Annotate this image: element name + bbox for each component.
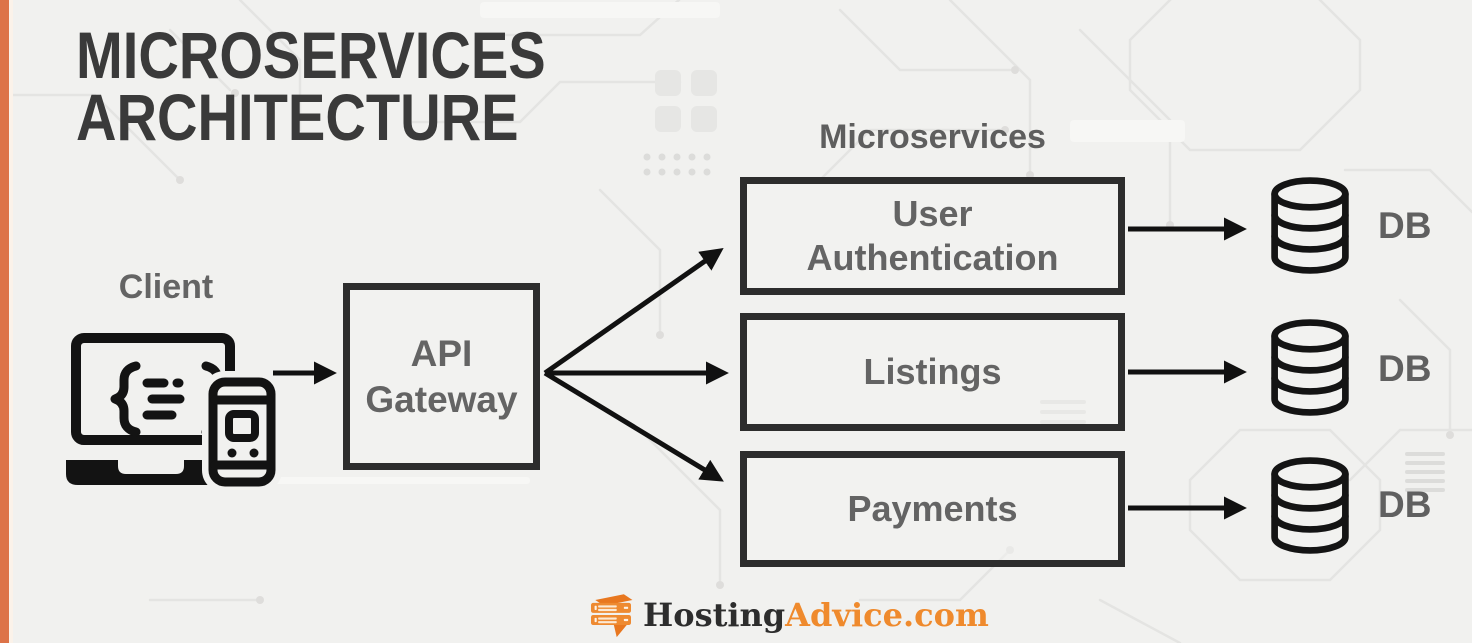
left-accent-bar xyxy=(0,0,9,643)
service-label: Payments xyxy=(847,488,1018,529)
service-label: Listings xyxy=(863,351,1002,392)
db-label: DB xyxy=(1378,348,1432,389)
server-chat-bubble-icon xyxy=(591,594,633,638)
database-icon xyxy=(1271,177,1349,274)
page-title-line1: MICROSERVICES xyxy=(76,18,546,92)
service-node-listings: Listings xyxy=(740,313,1125,431)
page-title: MICROSERVICES ARCHITECTURE xyxy=(76,18,546,154)
service-node-user-authentication: User Authentication xyxy=(740,177,1125,295)
db-label: DB xyxy=(1378,205,1432,246)
microservices-group-label: Microservices xyxy=(819,118,1046,156)
database-icon xyxy=(1271,457,1349,554)
laptop-phone-code-icon xyxy=(66,333,282,493)
arrow-gateway-to-payments xyxy=(543,370,724,482)
arrow-gateway-to-user-authentication xyxy=(543,248,724,376)
brand-wordmark: HostingAdvice.com xyxy=(643,596,989,634)
api-gateway-node: API Gateway xyxy=(343,283,540,470)
service-node-payments: Payments xyxy=(740,451,1125,567)
db-label: DB xyxy=(1378,484,1432,525)
left-accent-strip xyxy=(9,0,13,643)
hostingadvice-logo: HostingAdvice.com xyxy=(588,588,989,642)
api-gateway-label: API Gateway xyxy=(365,332,518,420)
database-icon xyxy=(1271,319,1349,416)
client-label: Client xyxy=(118,268,214,306)
service-label: User Authentication xyxy=(806,193,1059,278)
page-title-line2: ARCHITECTURE xyxy=(76,80,519,154)
brand-part-advice: Advice.com xyxy=(785,596,989,634)
brand-part-hosting: Hosting xyxy=(643,596,786,634)
